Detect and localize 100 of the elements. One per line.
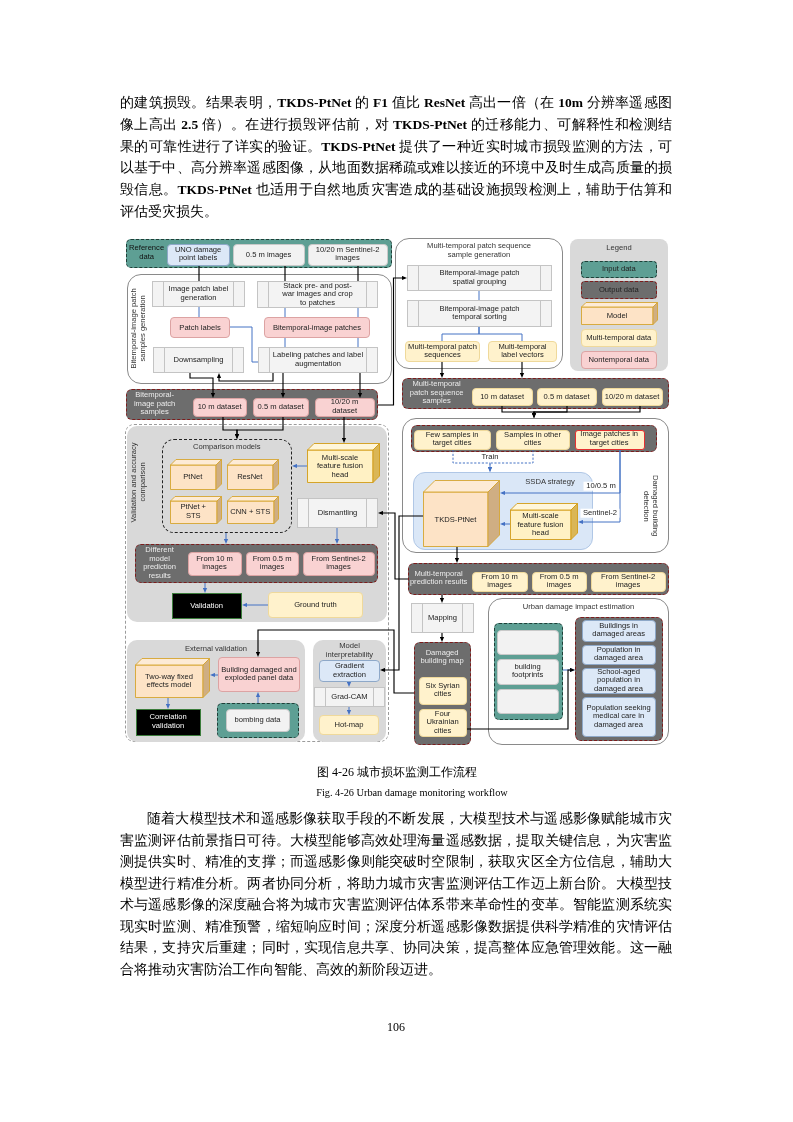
connector-line [357, 265, 359, 282]
output-data-band [575, 617, 663, 741]
data-box [319, 660, 380, 682]
data-box [581, 667, 656, 694]
data-box [581, 696, 656, 737]
group-panel [127, 640, 305, 742]
output-data-band [126, 389, 378, 420]
data-box [302, 551, 375, 576]
arrow [280, 372, 286, 398]
process-box [153, 347, 244, 373]
data-box [471, 387, 533, 406]
input-data-band [494, 623, 563, 720]
group-panel [313, 640, 386, 742]
data-box [187, 551, 242, 576]
data-box [225, 708, 290, 732]
connector-line [198, 265, 200, 282]
data-box [531, 571, 587, 592]
result-box [136, 709, 201, 736]
data-box [581, 644, 656, 665]
arrow [439, 361, 445, 378]
process-box [407, 265, 552, 291]
data-box [252, 397, 309, 417]
process-box [258, 347, 378, 373]
figure-caption: 图 4-26 城市损坏监测工作流程 [317, 764, 477, 780]
input-data-band [126, 239, 392, 268]
arrow [210, 672, 219, 678]
group-panel [127, 426, 387, 622]
paragraph: 的建筑损毁。结果表明，TKDS-PtNet 的 F1 值比 ResNet 高出一倍（在 10m 分辨率遥感图像上高出 2.5 倍）。在进行损毁评估前，对 TKDS-PtNet 的迁移能力、可解释性和检测结果的可靠性进行了详实的验证。TKDS-PtNet 提供了一种近实时城市损毁监测的方法，可以基于中、高分辨率遥感图像，从地面数据稀疏或难以接近的环境中及时生成高质量的损毁信息。TKDS-PtNet 也适用于自然地质灾害造成的基础设施损毁检测上，辅助于估算和评估受灾损失。 [120, 94, 672, 221]
arrow [242, 602, 269, 608]
arrow [378, 510, 409, 580]
arrow [357, 372, 363, 398]
group-box [402, 418, 669, 553]
arrow [578, 449, 621, 525]
paragraph: 随着大模型技术和遥感影像获取手段的不断发展，大模型技术与遥感影像赋能城市灾害监测评估前景指日可待。大模型能够高效处理海量遥感数据，提取关键信息，为灾害监测提供实时、精准的支撑；而遥感影像则能突破时空限制，获取灾区全方位信息，辅助大模型进行精准分析。两者协同分析，将助力城市灾害监测评估工作迈上新台阶。大模型技术与遥感影像的深度融合将为城市灾害监测评估体系带来革命性的变革。智能监测系统实现实时监测、精准预警，缩短响应时间；深度分析遥感影像数据提供科学精准的灾情评估结果，支持灾后重建；同时，实现信息共享、协同决策，提高整体应急管理效能。这一融合将推动灾害防治工作向智能、高效的新阶段迈进。 [120, 810, 672, 979]
data-box [471, 571, 528, 592]
data-box [413, 429, 491, 450]
arrow [255, 629, 415, 694]
data-box [536, 387, 597, 406]
dashed-group [162, 439, 292, 533]
process-box [152, 281, 245, 307]
data-box [232, 243, 305, 266]
output-data-band [408, 563, 669, 595]
data-box [601, 387, 663, 406]
data-box [166, 243, 230, 266]
arrow [466, 667, 575, 730]
data-box [192, 397, 247, 417]
output-data-band [414, 642, 471, 745]
data-box [581, 619, 656, 642]
process-box [411, 603, 474, 633]
arrow [439, 632, 445, 642]
arrow [500, 521, 511, 527]
group-box [127, 274, 392, 384]
data-box [418, 708, 467, 737]
result-box [172, 593, 242, 619]
arrow [223, 532, 229, 544]
arrow [487, 449, 534, 472]
data-box [264, 317, 370, 338]
arrow [454, 546, 460, 563]
figure-caption: Fig. 4-26 Urban damage monitoring workflow [316, 786, 508, 800]
connector-line [478, 290, 480, 301]
arrow [346, 706, 352, 715]
output-data-band [402, 378, 669, 409]
data-box [314, 397, 375, 417]
data-box [218, 657, 300, 692]
connector-line [229, 326, 259, 363]
connector-line [284, 337, 286, 348]
connector-line [198, 306, 200, 318]
arrow [346, 681, 352, 687]
data-box [319, 715, 379, 735]
data-box [574, 429, 645, 450]
arrow [202, 582, 208, 593]
process-box [297, 498, 378, 528]
group-box [395, 238, 563, 369]
arrow [165, 697, 171, 709]
data-box [245, 551, 299, 576]
arrow [341, 416, 347, 443]
arrow [334, 527, 340, 544]
arrow [216, 372, 274, 382]
data-box [496, 658, 559, 685]
input-data-band [217, 703, 299, 738]
data-box [268, 592, 363, 618]
data-box [418, 676, 467, 705]
data-box [496, 629, 559, 655]
process-box [314, 687, 385, 707]
arrow [292, 463, 308, 469]
page-number: 106 [387, 1019, 405, 1035]
connector-line [478, 326, 523, 342]
connector-line [357, 307, 359, 318]
arrow [234, 416, 284, 439]
data-box [590, 571, 666, 592]
process-box [407, 300, 552, 327]
output-data-band [135, 544, 378, 583]
data-box [495, 429, 570, 450]
data-box [496, 688, 559, 714]
group-box [488, 598, 669, 745]
connector-line [284, 307, 286, 318]
arrow [439, 594, 445, 603]
arrow [255, 692, 261, 704]
arrow [189, 372, 216, 398]
data-box [170, 317, 230, 338]
